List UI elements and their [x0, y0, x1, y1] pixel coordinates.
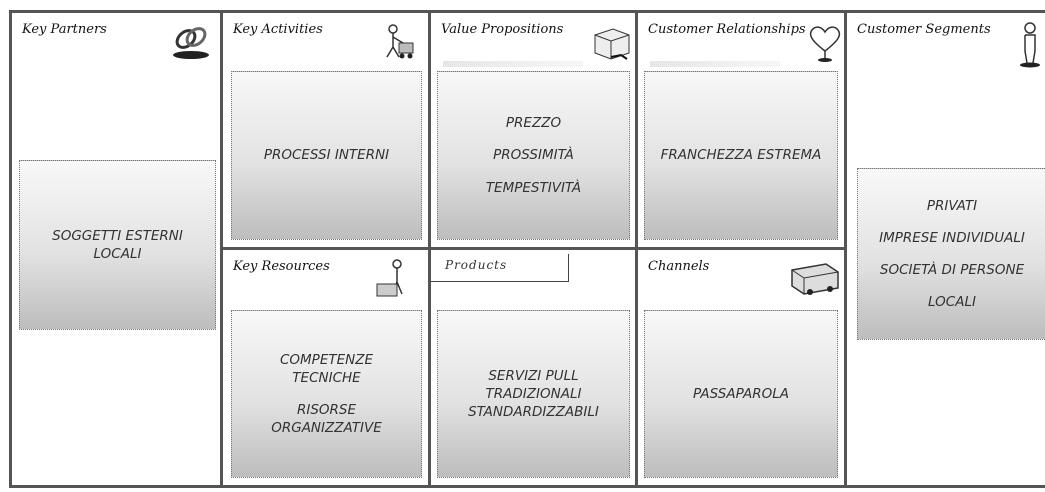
value-propositions-title: Value Propositions — [441, 22, 564, 37]
key-resources-line-4: ORGANIZZATIVE — [271, 420, 382, 437]
customer-segments-line-2: IMPRESE INDIVIDUALI — [879, 229, 1025, 246]
channels-title: Channels — [648, 259, 710, 274]
channels-block: Channels PASSAPAROLA — [635, 247, 847, 488]
value-propositions-block: Value Propositions PREZZO PROSSIMITÀ TEM… — [428, 10, 638, 250]
key-activities-note: PROCESSI INTERNI — [231, 71, 422, 240]
gift-box-icon — [594, 28, 630, 60]
products-block: Products SERVIZI PULL TRADIZIONALI STAND… — [428, 247, 638, 488]
customer-segments-line-4: LOCALI — [928, 294, 976, 311]
customer-segments-line-3: SOCIETÀ DI PERSONE — [879, 262, 1025, 278]
key-partners-title: Key Partners — [22, 22, 107, 37]
customer-relationships-note: FRANCHEZZA ESTREMA — [644, 71, 838, 240]
customer-relationships-line-1: FRANCHEZZA ESTREMA — [660, 147, 822, 164]
delivery-truck-icon — [791, 263, 839, 295]
key-resources-line-3: RISORSE — [296, 402, 357, 418]
products-line-1: SERVIZI PULL — [488, 367, 579, 384]
chain-links-icon — [173, 27, 209, 59]
customer-segments-line-1: PRIVATI — [926, 197, 978, 214]
products-note: SERVIZI PULL TRADIZIONALI STANDARDIZZABI… — [437, 310, 630, 478]
value-propositions-line-1: PREZZO — [505, 115, 562, 132]
key-resources-line-1: COMPETENZE — [279, 351, 374, 368]
value-propositions-line-3: TEMPESTIVITÀ — [485, 179, 582, 196]
key-activities-block: Key Activities PROCESSI INTERNI — [220, 10, 431, 250]
customer-relationships-block: Customer Relationships FRANCHEZZA ESTREM… — [635, 10, 847, 250]
key-partners-line-1: SOGGETTI ESTERNI — [52, 227, 183, 244]
person-icon — [1020, 22, 1040, 68]
channels-line-1: PASSAPAROLA — [692, 385, 790, 402]
key-resources-note: COMPETENZE TECNICHE RISORSE ORGANIZZATIV… — [231, 310, 422, 478]
products-tab: Products — [431, 254, 569, 282]
key-activities-title: Key Activities — [233, 22, 323, 37]
channels-note: PASSAPAROLA — [644, 310, 838, 478]
products-line-2: TRADIZIONALI — [485, 385, 582, 402]
customer-segments-block: Customer Segments PRIVATI IMPRESE INDIVI… — [844, 10, 1045, 488]
customer-relationships-title: Customer Relationships — [648, 22, 806, 37]
products-line-3: STANDARDIZZABILI — [468, 404, 599, 421]
key-resources-title: Key Resources — [233, 259, 330, 274]
customer-segments-title: Customer Segments — [857, 22, 991, 37]
value-propositions-note: PREZZO PROSSIMITÀ TEMPESTIVITÀ — [437, 71, 630, 240]
value-propositions-line-2: PROSSIMITÀ — [493, 147, 574, 164]
key-resources-line-2: TECNICHE — [292, 369, 361, 386]
customer-segments-note: PRIVATI IMPRESE INDIVIDUALI SOCIETÀ DI P… — [857, 168, 1045, 340]
key-partners-line-2: LOCALI — [93, 246, 142, 262]
key-partners-block: Key Partners SOGGETTI ESTERNI LOCALI — [9, 10, 223, 488]
heart-icon — [809, 26, 841, 62]
key-activities-line-1: PROCESSI INTERNI — [263, 147, 390, 164]
key-partners-note: SOGGETTI ESTERNI LOCALI — [19, 160, 216, 330]
worker-with-cart-icon — [386, 24, 414, 59]
key-resources-block: Key Resources COMPETENZE TECNICHE RISORS… — [220, 247, 431, 488]
person-with-box-icon — [376, 259, 403, 297]
